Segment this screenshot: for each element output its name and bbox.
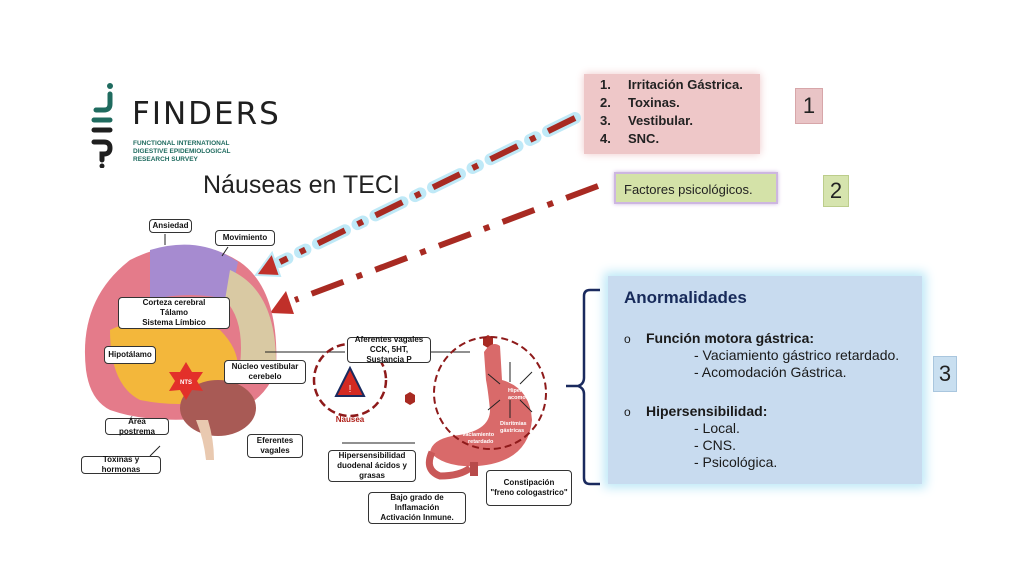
label-movimiento: Movimiento bbox=[215, 230, 275, 246]
list-item: 1.Irritación Gástrica. bbox=[600, 77, 743, 92]
connector-line bbox=[221, 246, 229, 257]
logo-subtitle: FUNCTIONAL INTERNATIONAL DIGESTIVE EPIDE… bbox=[133, 140, 253, 164]
nausea-label: Nausea bbox=[336, 415, 365, 424]
label-toxinas-hormonas: Toxinas y hormonas bbox=[81, 455, 161, 474]
connector-line bbox=[149, 445, 161, 457]
arrow-1 bbox=[254, 112, 581, 278]
label-area-postrema: Área postrema bbox=[105, 417, 169, 436]
badge-1: 1 bbox=[795, 88, 823, 124]
label-constipacion: Constipación "freno cologastrico" bbox=[486, 470, 572, 506]
causes-box: 1.Irritación Gástrica. 2.Toxinas. 3.Vest… bbox=[584, 74, 760, 154]
badge-3: 3 bbox=[933, 356, 957, 392]
arrowhead-icon bbox=[254, 250, 282, 278]
nts-star-icon bbox=[169, 362, 203, 400]
arrowhead-icon bbox=[270, 291, 294, 314]
nausea-symbol: ! bbox=[349, 384, 352, 395]
causes-list: 1.Irritación Gástrica. 2.Toxinas. 3.Vest… bbox=[584, 74, 760, 148]
nausea-warning-icon bbox=[334, 365, 366, 397]
logo-subtitle-line: DIGESTIVE EPIDEMIOLOGICAL bbox=[133, 148, 231, 155]
stomach-illustration bbox=[425, 344, 532, 480]
label-inflamacion: Bajo grado de Inflamación Activación Inm… bbox=[368, 492, 466, 524]
finders-logo bbox=[78, 80, 298, 170]
section-item: - Local. bbox=[694, 420, 740, 436]
logo-subtitle-line: RESEARCH SURVEY bbox=[133, 156, 198, 163]
slide-title: Náuseas en TECI bbox=[203, 171, 400, 199]
logo-mark-icon bbox=[91, 83, 113, 168]
label-hipotalamo: Hipotálamo bbox=[104, 346, 156, 364]
stomach-circle bbox=[433, 336, 547, 450]
bullet-icon: o bbox=[624, 405, 631, 419]
section-item: - Acomodación Gástrica. bbox=[694, 364, 847, 380]
label-hipersensibilidad-duodenal: Hipersensibilidad duodenal ácidos y gras… bbox=[328, 450, 416, 482]
badge-2: 2 bbox=[823, 175, 849, 207]
nts-label: NTS bbox=[180, 380, 192, 386]
label-nucleo-vestibular: Núcleo vestibular cerebelo bbox=[224, 360, 306, 384]
section-item: - CNS. bbox=[694, 437, 736, 453]
list-item: 3.Vestibular. bbox=[600, 113, 694, 128]
arrow-2 bbox=[270, 183, 600, 314]
logo-subtitle-line: FUNCTIONAL INTERNATIONAL bbox=[133, 140, 230, 147]
section-item: - Vaciamiento gástrico retardado. bbox=[694, 347, 900, 363]
label-corteza: Corteza cerebral Tálamo Sistema Límbico bbox=[118, 297, 230, 329]
list-item: 4.SNC. bbox=[600, 131, 660, 146]
stomach-labels: Hiperalgesia acomodación Disritmias gást… bbox=[462, 388, 545, 445]
label-aferentes-vagales: Aferentes vagales CCK, 5HT, Sustancia P bbox=[347, 335, 431, 364]
label-ansiedad: Ansiedad bbox=[149, 219, 192, 233]
logo-name: FINDERS bbox=[132, 96, 281, 132]
label-eferentes-vagales: Eferentes vagales bbox=[247, 434, 303, 458]
brace-icon bbox=[566, 288, 600, 486]
section-item: - Psicológica. bbox=[694, 454, 778, 470]
list-item: 2.Toxinas. bbox=[600, 95, 680, 110]
abnormalities-heading: Anormalidades bbox=[624, 288, 747, 307]
hexagon-icon bbox=[483, 335, 493, 348]
bullet-icon: o bbox=[624, 332, 631, 346]
pressure-arrows bbox=[487, 362, 533, 418]
hexagon-icon bbox=[405, 392, 415, 405]
psych-factors-box: Factores psicológicos. bbox=[614, 172, 778, 204]
